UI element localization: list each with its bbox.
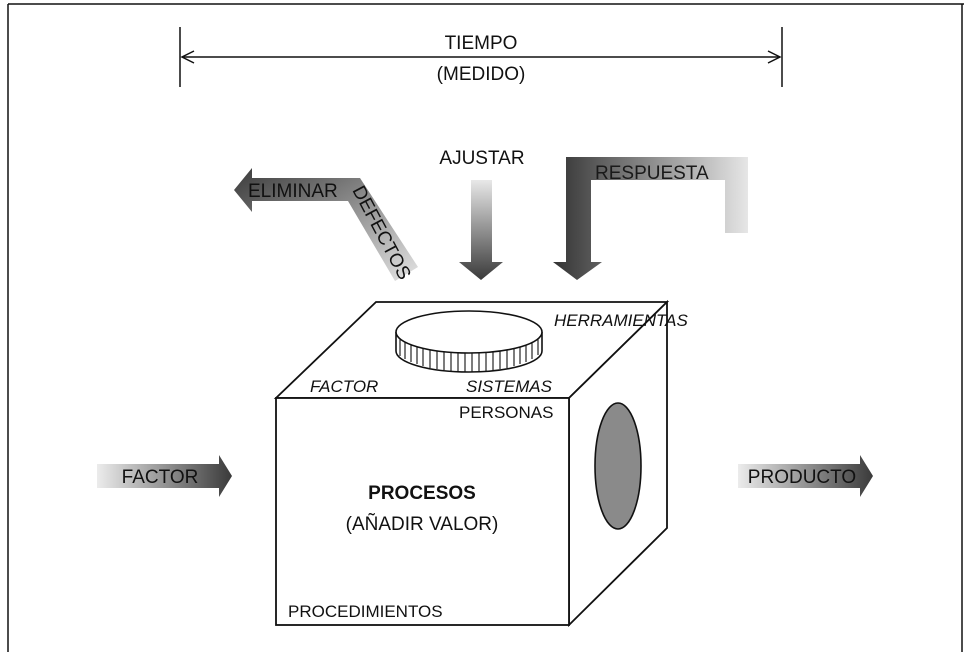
process-cube: HERRAMIENTAS FACTOR SISTEMAS PERSONAS PR…: [273, 299, 688, 628]
output-arrow-label: PRODUCTO: [748, 467, 856, 488]
eliminate-arrow-label: ELIMINAR: [248, 181, 338, 202]
cube-label-factor: FACTOR: [310, 377, 378, 396]
defects-arrow-label: DEFECTOS: [348, 182, 415, 283]
feedback-arrow-shape: [553, 157, 748, 280]
output-arrow: PRODUCTO: [738, 455, 873, 497]
adjust-arrow-shape: [459, 180, 503, 280]
feedback-arrow-label: RESPUESTA: [595, 163, 709, 184]
timeline-left-arrowhead: [180, 50, 195, 64]
cube-label-tools: HERRAMIENTAS: [554, 311, 688, 330]
timeline-right-arrowhead: [767, 50, 782, 64]
timeline: TIEMPO (MEDIDO): [179, 27, 783, 87]
timeline-label: TIEMPO: [445, 33, 518, 54]
input-arrow-shape: [97, 455, 232, 497]
timeline-sublabel: (MEDIDO): [437, 64, 526, 85]
output-arrow-shape: [738, 455, 873, 497]
adjust-arrow-label: AJUSTAR: [439, 148, 524, 169]
lens-icon: [594, 402, 642, 530]
cube-front-face: [275, 397, 570, 626]
adjust-arrow: AJUSTAR: [439, 148, 525, 280]
input-arrow: FACTOR: [97, 455, 232, 497]
eliminate-defects-arrow: ELIMINAR DEFECTOS: [234, 168, 418, 283]
input-arrow-label: FACTOR: [122, 467, 199, 488]
feedback-arrow: RESPUESTA: [553, 157, 748, 280]
eliminate-arrow-shape: [234, 168, 418, 281]
process-title: PROCESOS: [368, 483, 476, 504]
cube-label-systems: SISTEMAS: [466, 377, 553, 396]
gear-disc-icon: [395, 310, 543, 373]
cube-label-people: PERSONAS: [459, 403, 553, 422]
cube-label-procedures: PROCEDIMIENTOS: [288, 602, 443, 621]
process-subtitle: (AÑADIR VALOR): [346, 513, 499, 535]
